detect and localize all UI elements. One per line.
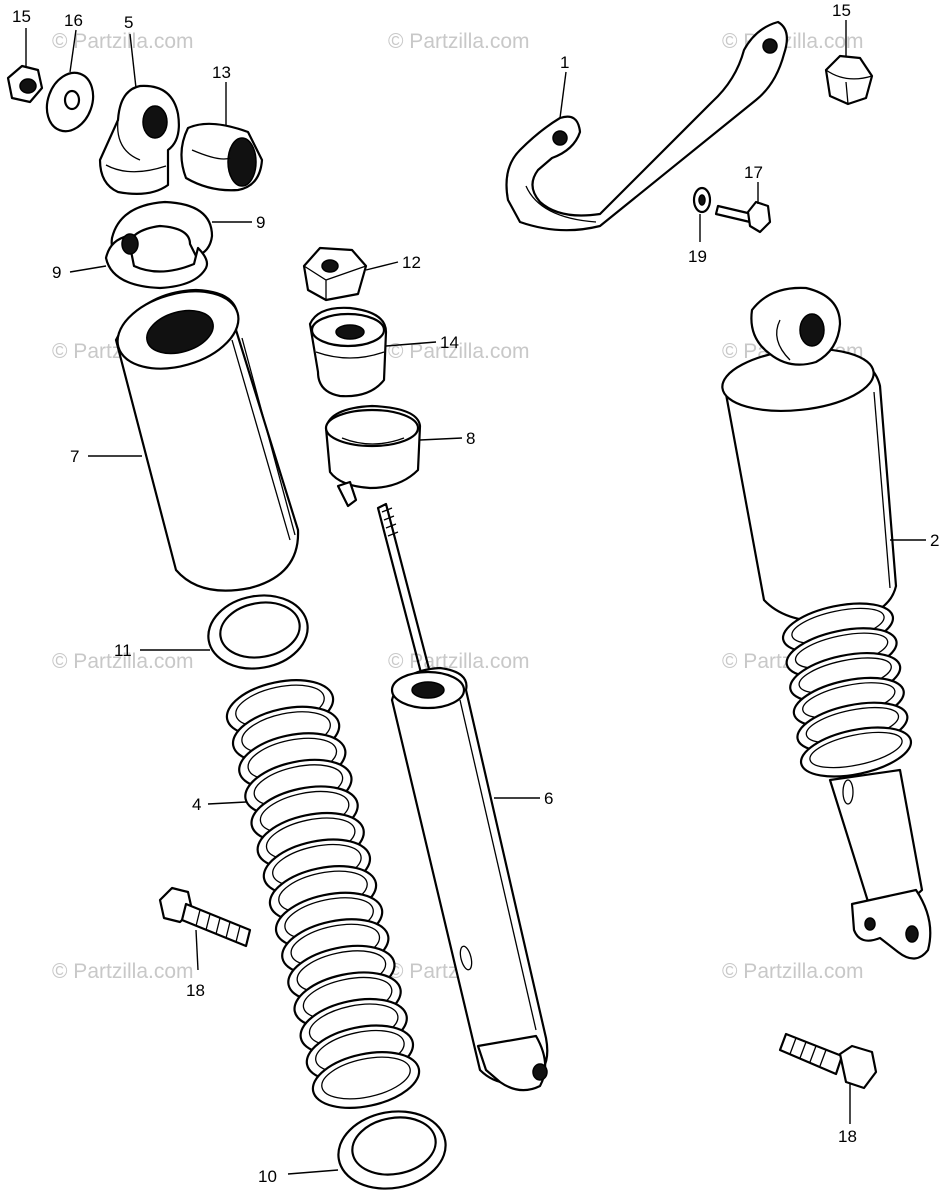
callout-8: 8 xyxy=(466,429,475,448)
callout-14: 14 xyxy=(440,333,459,352)
callout-15: 15 xyxy=(12,7,31,26)
watermark: © Partzilla.com xyxy=(52,960,194,983)
callout-13: 13 xyxy=(212,63,231,82)
part-18-bolt-left[interactable] xyxy=(158,886,252,948)
watermark: © Partzilla.com xyxy=(52,650,194,673)
callout-10: 10 xyxy=(258,1167,277,1186)
callout-leaders xyxy=(25,20,926,1175)
part-17-bolt[interactable] xyxy=(714,200,772,234)
part-15-cap-nut-left[interactable] xyxy=(6,64,44,104)
part-13-rubber-bushing[interactable] xyxy=(180,122,264,192)
part-19-washer[interactable] xyxy=(692,186,712,214)
callout-15: 15 xyxy=(832,1,851,20)
part-1-shock-bracket[interactable] xyxy=(505,20,789,232)
callout-9: 9 xyxy=(256,213,265,232)
part-16-washer[interactable] xyxy=(39,66,101,137)
callout-16: 16 xyxy=(64,11,83,30)
part-18-bolt-right[interactable] xyxy=(778,1032,878,1090)
callout-19: 19 xyxy=(688,247,707,266)
callout-5: 5 xyxy=(124,13,133,32)
part-2-rear-shock-absorber-assembly[interactable] xyxy=(719,286,932,960)
part-7-upper-spring-cover[interactable] xyxy=(108,278,300,592)
spring-coil xyxy=(799,726,913,778)
callout-1: 1 xyxy=(560,53,569,72)
callout-18: 18 xyxy=(186,981,205,1000)
part-4-coil-spring[interactable] xyxy=(222,671,424,1116)
watermark: © Partzilla.com xyxy=(52,30,194,53)
callout-numbers: 15 16 5 13 1 15 17 19 9 9 12 14 8 7 2 11… xyxy=(12,1,939,1186)
spring-coil-inner xyxy=(321,1056,411,1100)
part-14-bump-rubber[interactable] xyxy=(308,306,388,398)
callout-17: 17 xyxy=(744,163,763,182)
watermark: © Partzilla.com xyxy=(722,960,864,983)
callout-7: 7 xyxy=(70,447,79,466)
spring-coil-inner xyxy=(809,731,903,769)
part-5-upper-mount-eye[interactable] xyxy=(98,84,180,195)
part-15-cap-nut-right[interactable] xyxy=(824,54,874,106)
watermark: © Partzilla.com xyxy=(388,30,530,53)
spring-coil xyxy=(311,1051,421,1109)
callout-2: 2 xyxy=(930,531,939,550)
callout-11: 11 xyxy=(114,641,132,660)
callout-18: 18 xyxy=(838,1127,857,1146)
part-11-stopper-ring[interactable] xyxy=(203,588,314,676)
watermark: © Partzilla.com xyxy=(388,650,530,673)
part-9-spring-seat[interactable] xyxy=(104,200,214,290)
callout-9: 9 xyxy=(52,263,61,282)
watermark: © Partzilla.com xyxy=(388,340,530,363)
part-10-lower-spring-seat-ring[interactable] xyxy=(332,1103,452,1197)
part-8-spring-guide[interactable] xyxy=(324,404,422,508)
part-6-damper-unit[interactable] xyxy=(376,502,549,1092)
callout-6: 6 xyxy=(544,789,553,808)
part-12-nut[interactable] xyxy=(302,246,368,302)
callout-12: 12 xyxy=(402,253,421,272)
callout-4: 4 xyxy=(192,795,201,814)
